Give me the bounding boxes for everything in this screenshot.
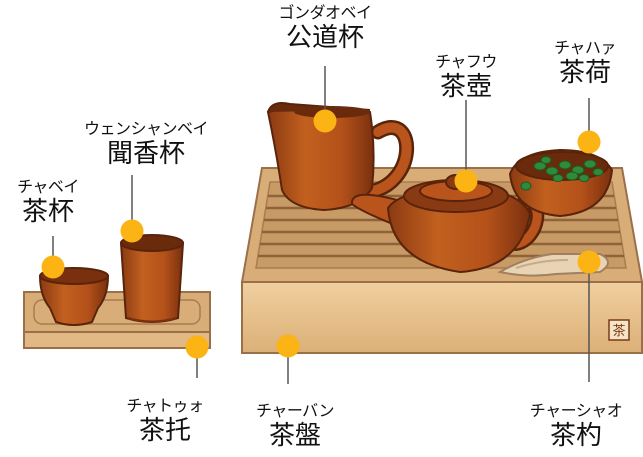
svg-text:茶: 茶 — [612, 323, 625, 339]
label-gongdaobei-kanji: 公道杯 — [285, 23, 364, 53]
aroma-cup — [119, 234, 185, 323]
fairness-pitcher — [266, 102, 414, 212]
marker-wenxiangbei — [120, 219, 144, 243]
marker-chapan — [276, 334, 300, 358]
label-chabei-kanji: 茶杯 — [21, 197, 74, 227]
label-gongdaobei: ゴンダオベイ 公道杯 — [225, 3, 425, 53]
marker-chashao — [577, 250, 601, 274]
marker-chahu — [454, 169, 478, 193]
tray-seal: 茶 — [608, 319, 630, 341]
label-chashao-reading: チャーシャオ — [529, 401, 623, 420]
tasting-cup — [38, 267, 110, 326]
label-chapan: チャーバン 茶盤 — [230, 401, 360, 451]
teapot — [350, 174, 545, 274]
label-chatuo-kanji: 茶托 — [138, 416, 191, 446]
label-wenxiangbei-reading: ウェンシャンベイ — [83, 119, 209, 138]
label-chashao-kanji: 茶杓 — [549, 421, 602, 451]
label-chahe-reading: チャハァ — [554, 38, 616, 57]
marker-chatuo — [185, 335, 209, 359]
label-chahu: チャフウ 茶壺 — [396, 52, 536, 102]
markers — [41, 109, 601, 359]
tea-tray-front — [241, 281, 643, 354]
label-wenxiangbei-kanji: 聞香杯 — [106, 139, 185, 169]
label-wenxiangbei: ウェンシャンベイ 聞香杯 — [56, 119, 236, 169]
marker-chahe — [577, 130, 601, 154]
label-chahu-kanji: 茶壺 — [439, 72, 492, 102]
label-chapan-kanji: 茶盤 — [268, 421, 321, 451]
label-chahu-reading: チャフウ — [435, 52, 497, 71]
label-chapan-reading: チャーバン — [256, 401, 334, 420]
marker-gongdaobei — [313, 109, 337, 133]
label-chatuo: チャトゥォ 茶托 — [100, 396, 230, 446]
label-chabei: チャベイ 茶杯 — [0, 177, 96, 227]
label-chatuo-reading: チャトゥォ — [126, 396, 204, 415]
tea-leaves — [533, 156, 604, 182]
label-chahe-kanji: 茶荷 — [558, 58, 611, 88]
label-gongdaobei-reading: ゴンダオベイ — [278, 3, 372, 22]
tea-leaf-bowl — [508, 148, 614, 218]
label-chahe: チャハァ 茶荷 — [527, 38, 643, 88]
label-chashao: チャーシャオ 茶杓 — [509, 401, 643, 451]
label-chabei-reading: チャベイ — [17, 177, 79, 196]
marker-chabei — [41, 255, 65, 279]
